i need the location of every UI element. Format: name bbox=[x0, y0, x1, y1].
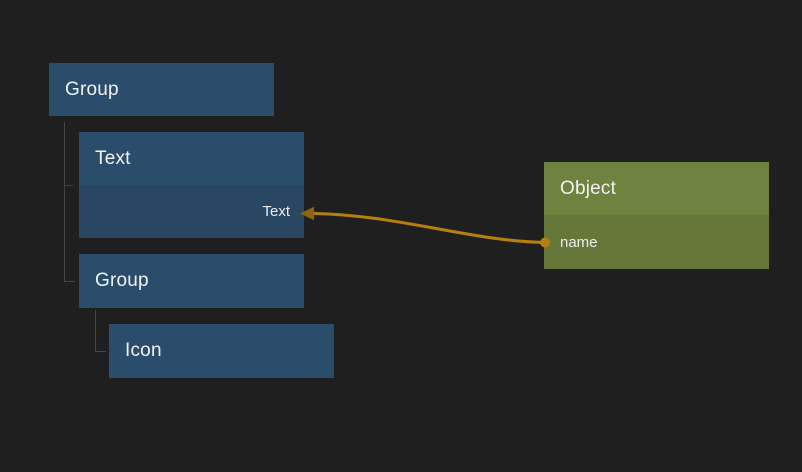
tree-line-nub-text bbox=[64, 185, 73, 186]
node-icon[interactable]: Icon bbox=[109, 324, 334, 378]
node-group-child-label: Group bbox=[79, 254, 304, 308]
tree-line-nub-icon bbox=[95, 351, 106, 352]
node-text-label: Text bbox=[79, 132, 304, 185]
node-object-label: Object bbox=[544, 162, 769, 215]
port-name-output-label: name bbox=[560, 233, 598, 251]
node-group-root[interactable]: Group bbox=[49, 63, 274, 116]
port-name-output[interactable]: name bbox=[544, 215, 769, 269]
node-object[interactable]: Object name bbox=[544, 162, 769, 269]
node-group-child[interactable]: Group bbox=[79, 254, 304, 308]
tree-line-vertical-root bbox=[64, 122, 65, 281]
port-text-input[interactable]: Text bbox=[79, 185, 304, 238]
connection-edge[interactable] bbox=[312, 212, 546, 244]
tree-line-vertical-group2 bbox=[95, 310, 96, 351]
port-text-input-label: Text bbox=[262, 203, 290, 220]
tree-line-nub-group2 bbox=[64, 281, 75, 282]
node-text[interactable]: Text Text bbox=[79, 132, 304, 238]
node-icon-label: Icon bbox=[109, 324, 334, 378]
node-group-root-label: Group bbox=[49, 63, 274, 116]
